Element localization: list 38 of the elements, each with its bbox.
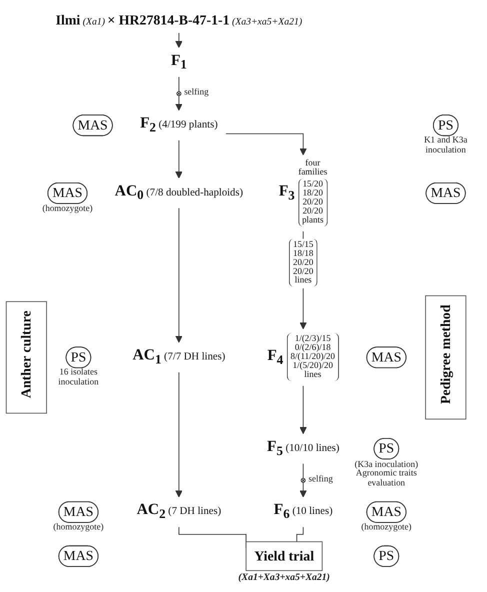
connector xyxy=(178,77,180,92)
note-text: (homozygote) xyxy=(361,524,412,534)
arrow xyxy=(175,208,182,344)
arrow xyxy=(300,386,307,435)
arrow xyxy=(175,140,182,179)
edge-label: 15/15 18/18 20/20 20/20 lines xyxy=(292,240,314,286)
arrow xyxy=(300,482,307,498)
node-text: AC$_{1}$ (7/7 DH lines) xyxy=(132,346,226,368)
node-label: 1/(2/3)/15 0/(2/6)/18 8/(11/20)/20 1/(5/20)/20 lines xyxy=(290,334,336,380)
node-text: Ilmi (Xa1) × HR27814-B-47-1-1 (Xa3+xa5+Xa21) xyxy=(56,12,302,28)
connector xyxy=(296,527,304,543)
node-text: F$_{1}$ xyxy=(170,52,187,72)
note-text: (Xa1+Xa3+xa5+Xa21) xyxy=(238,572,330,582)
node-box: Yield trial xyxy=(246,542,323,572)
note-text: Agronomic traits evaluation xyxy=(356,470,417,489)
connector xyxy=(302,464,304,480)
note-text: 16 isolates inoculation xyxy=(57,369,100,388)
node-text: F$_{5}$ (10/10 lines) xyxy=(267,438,340,458)
node-text: F$_{6}$ (10 lines) xyxy=(274,502,333,522)
arrow xyxy=(225,134,307,156)
node-box: Pedigree method xyxy=(425,296,466,420)
note-text: (homozygote) xyxy=(42,204,93,214)
arrow xyxy=(175,33,182,48)
node-text: AC$_{2}$ (7 DH lines) xyxy=(136,502,222,522)
node-text: F$_{3}$ xyxy=(278,183,295,204)
note-text: selfing xyxy=(308,476,333,485)
node-text: F$_{2}$ (4/199 plants) xyxy=(140,114,218,136)
node-label: 15/20 18/20 20/20 20/20 plants xyxy=(302,180,324,226)
note-text: selfing xyxy=(184,88,209,98)
arrow xyxy=(175,96,182,112)
node-text: AC$_{0}$ (7/8 doubled-haploids) xyxy=(114,182,244,203)
note-text: (homozygote) xyxy=(53,524,104,534)
note-text: K1 and K3a inoculation xyxy=(423,136,468,156)
node-label: four families xyxy=(298,158,328,178)
arrow xyxy=(175,372,182,498)
node-box: Anther culture xyxy=(6,302,47,414)
note-text: (K3a inoculation) xyxy=(354,460,418,470)
node-text: F$_{4}$ xyxy=(267,347,284,368)
